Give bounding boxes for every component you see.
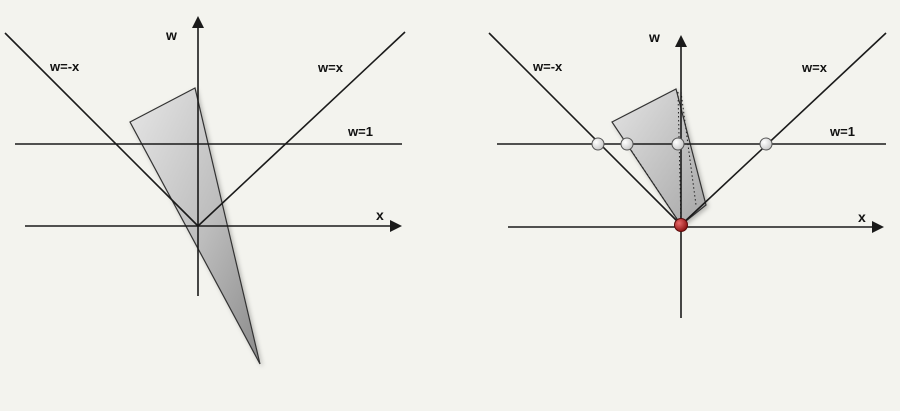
right-line-w-neg-x — [488, 32, 682, 226]
left-axis-w-label: w — [165, 27, 177, 43]
left-line-w-neg-x — [4, 32, 199, 227]
right-label-w-one: w=1 — [829, 124, 855, 139]
left-label-w-neg-x: w=-x — [49, 59, 80, 74]
right-panel: w x w=-x w=x w=1 — [488, 29, 887, 318]
right-x-axis-arrow — [872, 221, 884, 233]
left-label-w-one: w=1 — [347, 124, 373, 139]
left-label-w-pos-x: w=x — [317, 60, 344, 75]
left-axis-x-label: x — [376, 207, 384, 223]
left-w-axis-arrow — [192, 16, 204, 28]
right-frustum-wedge — [611, 88, 707, 226]
right-label-w-neg-x: w=-x — [532, 59, 563, 74]
right-point-neg-intersection — [591, 137, 605, 151]
left-panel: w x w=-x w=x w=1 — [4, 16, 406, 365]
left-x-axis-arrow — [390, 220, 402, 232]
right-label-w-pos-x: w=x — [801, 60, 828, 75]
left-line-w-pos-x — [197, 31, 406, 227]
right-dotted-guide-left — [626, 143, 682, 226]
right-axis-x-label: x — [858, 209, 866, 225]
right-point-wedge-left — [620, 137, 634, 151]
right-point-pos-intersection — [759, 137, 773, 151]
right-w-axis-arrow — [675, 35, 687, 47]
right-dotted-guide-top — [680, 91, 697, 206]
right-point-origin — [674, 218, 688, 232]
right-point-axis-intersection — [671, 137, 685, 151]
right-line-w-pos-x — [680, 32, 887, 226]
right-axis-w-label: w — [648, 29, 660, 45]
